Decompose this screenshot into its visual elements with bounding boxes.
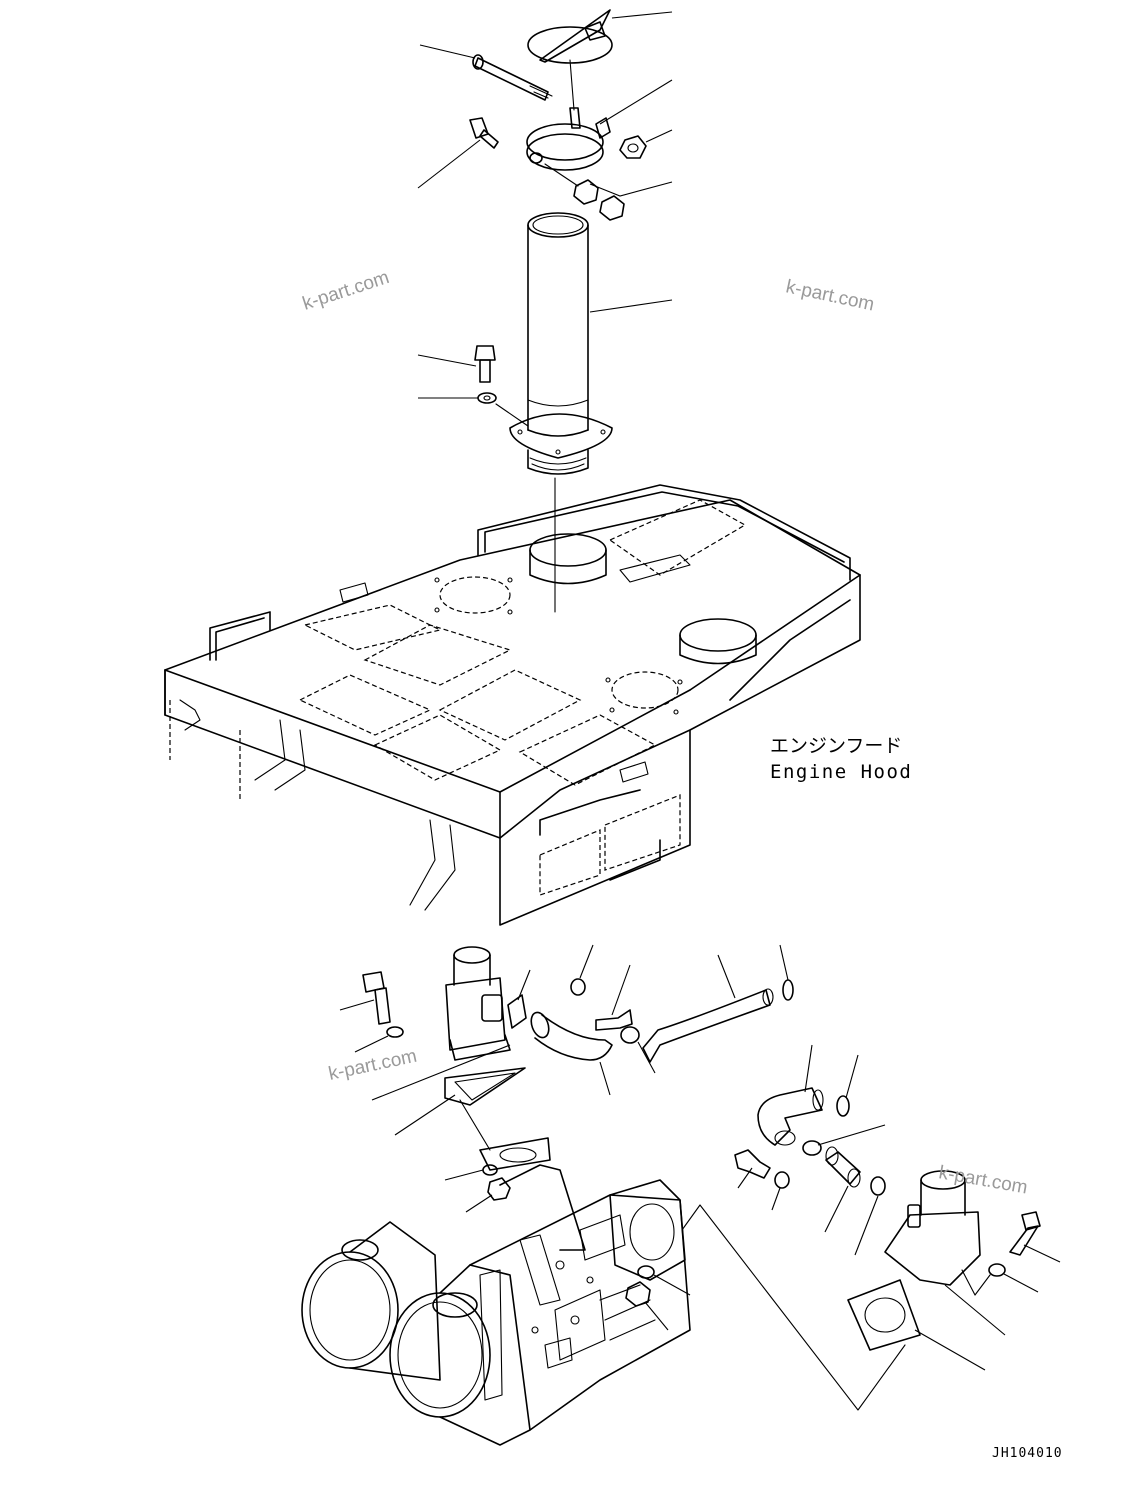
right-end-bolt-part: [1009, 1211, 1061, 1263]
right-elbow-part: [884, 1170, 1006, 1336]
mid-washer-part: [570, 944, 594, 996]
left-bolt-part: [339, 971, 391, 1025]
hood-label-jp: エンジンフード: [770, 735, 902, 757]
drawing-code: JH104010: [992, 1446, 1063, 1461]
band-clamp-part: [526, 59, 673, 171]
pipe-clip-part: [779, 944, 794, 1001]
hood-label-en: Engine Hood: [770, 761, 912, 783]
mid-bolt-part: [595, 964, 633, 1031]
clamp-bolt-part: [417, 117, 499, 189]
watermark-2: k-part.com: [784, 276, 876, 315]
watermark-4: k-part.com: [937, 1162, 1029, 1198]
watermark-3: k-part.com: [327, 1046, 419, 1085]
right-gasket-part: [847, 1279, 986, 1371]
stack-bolt-part: [417, 345, 496, 383]
right-short-pipe-part: [824, 1146, 861, 1233]
right-elbow-pipe-part: [757, 1044, 824, 1146]
bottom-washer-part: [444, 1164, 498, 1181]
long-pipe-part: [642, 954, 774, 1063]
left-gasket-part: [394, 1067, 526, 1151]
small-bent-pipe-part: [530, 1011, 613, 1096]
right-bolt-part: [734, 1149, 771, 1189]
left-elbow-part: [371, 946, 511, 1101]
stack-washer-part: [418, 392, 529, 427]
bottom-nut-part: [465, 1177, 511, 1213]
engine-hood-part: エンジンフード Engine Hood: [164, 484, 912, 926]
right-clamp-part: [802, 1124, 886, 1156]
muffler-washer-part: [637, 1265, 691, 1296]
right-ring-part: [854, 1176, 886, 1256]
nuts-pair-part: [544, 163, 673, 221]
right-end-washer-part: [961, 1263, 1039, 1296]
right-washer-part: [771, 1171, 790, 1211]
mid-clamp-part: [620, 1026, 656, 1074]
nut-right-part: [619, 129, 673, 159]
right-clip-part: [836, 1054, 859, 1117]
muffler-assembly-part: [301, 1137, 691, 1446]
muffler-nut-part: [625, 1281, 669, 1331]
watermark-1: k-part.com: [300, 267, 392, 315]
long-bolt-part: [419, 44, 553, 101]
reference-lines: [681, 1204, 906, 1411]
exhaust-stack-part: [509, 212, 673, 475]
rain-cap-part: [527, 9, 673, 64]
left-washer-part: [354, 1026, 404, 1053]
side-gasket-part: [507, 969, 531, 1029]
